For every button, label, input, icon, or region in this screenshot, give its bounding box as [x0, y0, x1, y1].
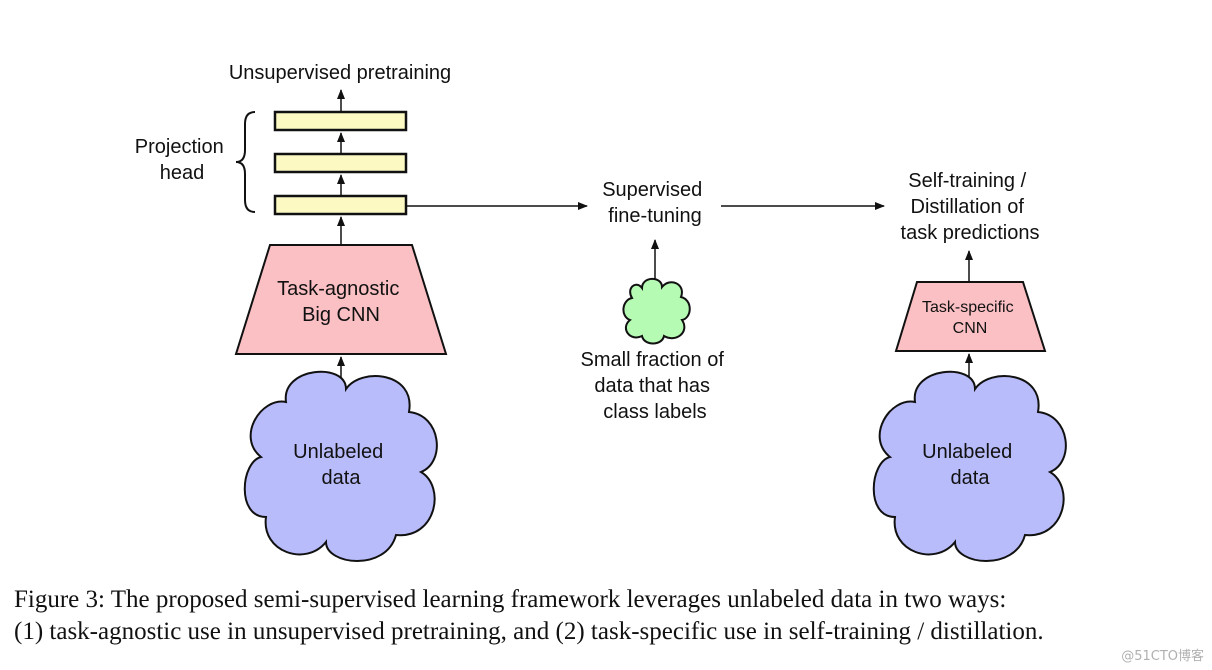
unlabeled-data-right-label: Unlabeled data [922, 441, 1018, 489]
unsupervised-pretraining-label: Unsupervised pretraining [229, 62, 451, 84]
class-labels-cloud [622, 277, 691, 345]
watermark: @51CTO博客 [1121, 649, 1204, 664]
projection-head-block-3 [273, 194, 408, 216]
figure-caption: Figure 3: The proposed semi-supervised l… [14, 584, 1204, 648]
task-agnostic-cnn-label: Task-agnostic Big CNN [277, 278, 405, 326]
task-specific-cnn [894, 281, 1047, 352]
small-fraction-label: Small fraction of data that has class la… [581, 349, 730, 423]
unlabeled-data-cloud-right [872, 370, 1067, 562]
framework-diagram: Unsupervised pretraining Projection head… [135, 62, 1067, 562]
projection-head-block-2 [273, 152, 408, 174]
projection-head-block-1 [273, 110, 408, 132]
projection-head-label: Projection head [135, 136, 230, 184]
unlabeled-data-left-label: Unlabeled data [293, 441, 389, 489]
caption-line-1: Figure 3: The proposed semi-supervised l… [14, 586, 1007, 613]
task-specific-cnn-label: Task-specific CNN [922, 299, 1018, 337]
unlabeled-data-cloud-left [243, 370, 438, 562]
task-agnostic-cnn [234, 244, 448, 355]
projection-head-brace [235, 111, 256, 213]
caption-line-2: (1) task-agnostic use in unsupervised pr… [14, 618, 1044, 645]
supervised-finetuning-label: Supervised fine-tuning [602, 179, 708, 227]
self-training-label: Self-training / Distillation of task pre… [901, 170, 1040, 244]
